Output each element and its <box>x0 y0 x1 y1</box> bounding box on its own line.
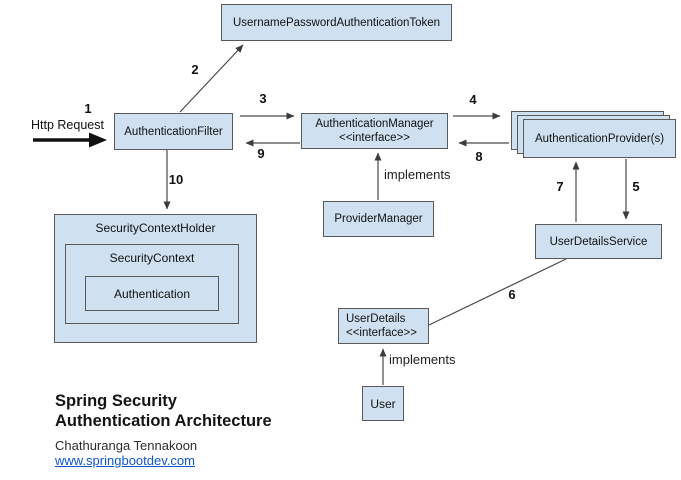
website-link[interactable]: www.springbootdev.com <box>55 453 195 468</box>
node-label: SecurityContext <box>109 251 195 265</box>
node-authentication-filter: AuthenticationFilter <box>114 113 233 150</box>
node-label: UserDetailsService <box>549 235 648 248</box>
node-stereotype: <<interface>> <box>346 327 417 339</box>
node-label: Authentication <box>113 286 191 301</box>
node-label: AuthenticationManager <box>315 118 434 130</box>
edge-label-step6: 6 <box>508 287 516 302</box>
implements-user-details-label: implements <box>389 352 456 367</box>
edge-label-step10: 10 <box>168 172 184 187</box>
node-stereotype: <<interface>> <box>339 132 410 144</box>
edge-label-step7: 7 <box>556 179 564 194</box>
http-request-arrowhead-icon <box>89 132 107 148</box>
node-label: AuthenticationFilter <box>124 125 223 138</box>
edge-label-step9: 9 <box>257 146 265 161</box>
edge-label-step4: 4 <box>469 92 477 107</box>
node-authentication-providers-stack: AuthenticationProvider(s) <box>511 111 681 161</box>
node-authentication-manager: AuthenticationManager <<interface>> <box>301 113 448 149</box>
node-label: UsernamePasswordAuthenticationToken <box>232 16 441 29</box>
diagram-title: Spring Security Authentication Architect… <box>55 391 272 431</box>
http-request-label: Http Request <box>31 118 104 132</box>
author-name: Chathuranga Tennakoon <box>55 438 198 453</box>
edge-label-step1: 1 <box>84 101 92 116</box>
node-user-details: UserDetails <<interface>> <box>338 308 429 344</box>
edge-label-step2: 2 <box>191 62 199 77</box>
node-user-details-service: UserDetailsService <box>535 224 662 259</box>
node-label: AuthenticationProvider(s) <box>534 132 665 145</box>
node-label: UserDetails <box>346 313 406 325</box>
edge-step6 <box>428 258 567 326</box>
node-username-password-authentication-token: UsernamePasswordAuthenticationToken <box>221 4 452 41</box>
node-security-context-holder: SecurityContextHolder SecurityContext Au… <box>54 214 257 343</box>
edge-label-step3: 3 <box>259 91 267 106</box>
node-authentication: Authentication <box>85 276 219 311</box>
node-label: SecurityContextHolder <box>95 221 216 235</box>
node-security-context: SecurityContext Authentication <box>65 244 239 324</box>
edge-label-step5: 5 <box>632 179 640 194</box>
node-provider-manager: ProviderManager <box>323 201 434 237</box>
diagram-title-line2: Authentication Architecture <box>55 412 272 430</box>
node-label: ProviderManager <box>334 213 423 225</box>
node-label: User <box>370 396 396 411</box>
edge-label-step8: 8 <box>475 149 483 164</box>
node-user: User <box>362 386 404 421</box>
implements-manager-label: implements <box>384 167 451 182</box>
diagram-title-line1: Spring Security <box>55 392 177 410</box>
edge-step2 <box>179 44 244 113</box>
node-authentication-providers: AuthenticationProvider(s) <box>523 119 676 158</box>
